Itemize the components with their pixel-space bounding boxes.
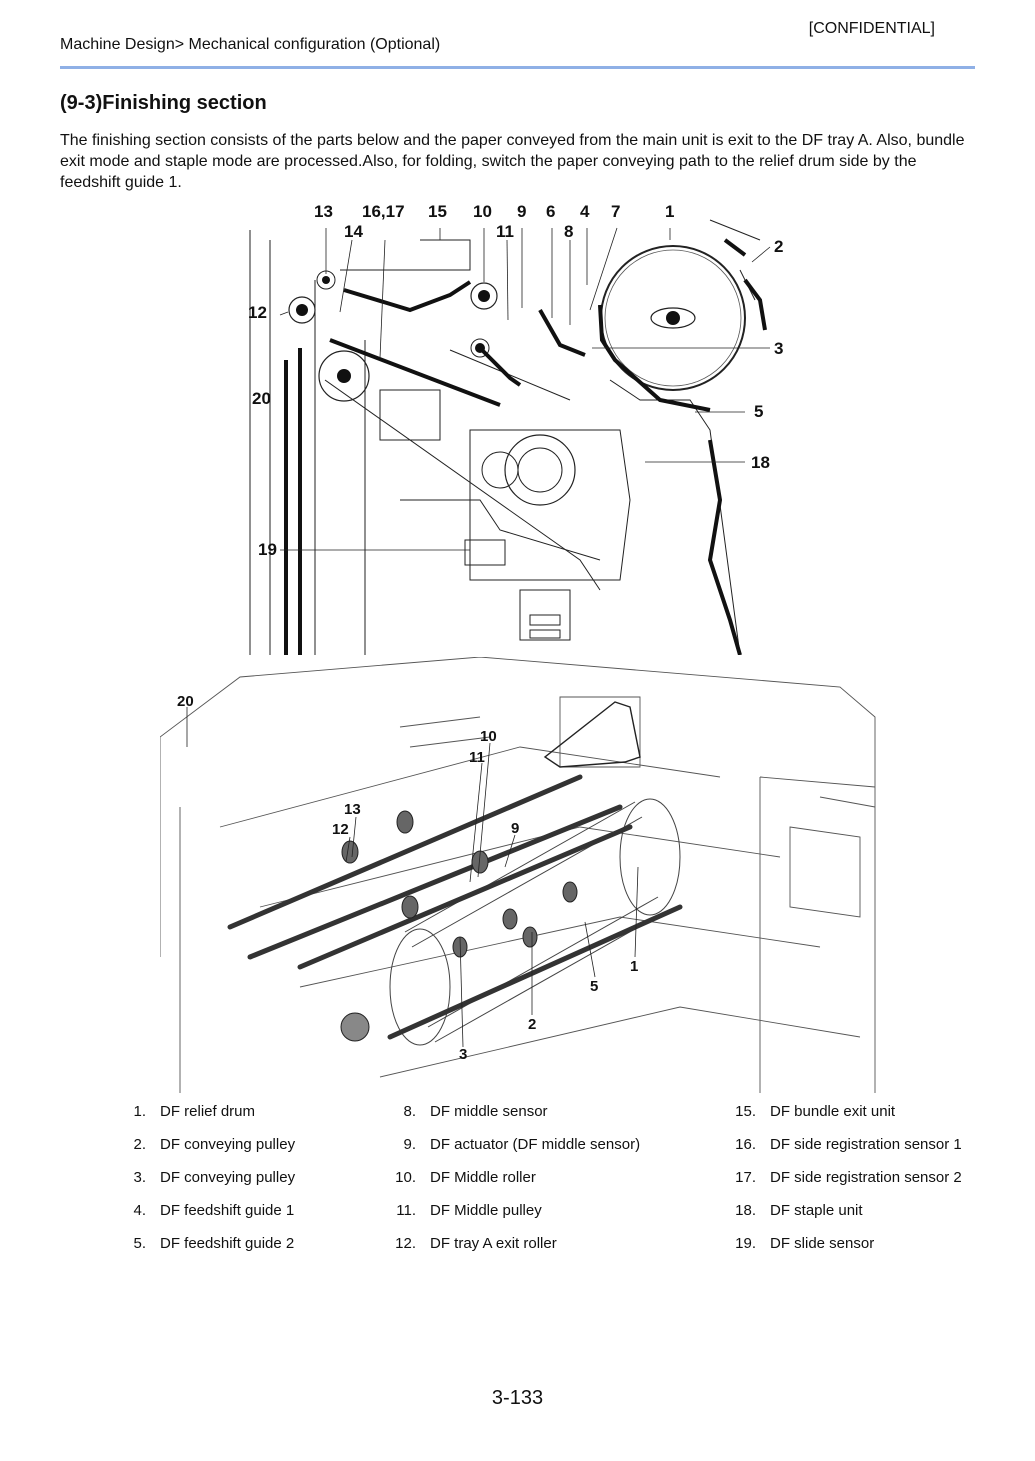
bottom-callout: 9 <box>511 820 519 837</box>
part-name: DF side registration sensor 2 <box>770 1169 962 1186</box>
top-callout: 10 <box>473 202 492 221</box>
top-callout: 2 <box>774 237 783 256</box>
part-name: DF feedshift guide 1 <box>160 1202 295 1219</box>
bottom-callout: 11 <box>469 749 485 766</box>
part-name: DF feedshift guide 2 <box>160 1235 295 1252</box>
bottom-callout: 3 <box>459 1046 467 1063</box>
bottom-callout: 5 <box>590 978 598 995</box>
parts-row: 5. DF feedshift guide 2 12. DF tray A ex… <box>100 1232 970 1265</box>
part-number: 4. <box>133 1202 146 1219</box>
top-callout: 3 <box>774 339 783 358</box>
part-name: DF tray A exit roller <box>430 1235 557 1252</box>
parts-row: 3. DF conveying pulley 10. DF Middle rol… <box>100 1166 970 1199</box>
part-name: DF staple unit <box>770 1202 863 1219</box>
top-callout: 8 <box>564 222 573 241</box>
finishing-section-isometric: 20 10 11 13 12 9 1 5 2 3 <box>160 657 880 1093</box>
part-number: 18. <box>735 1202 756 1219</box>
part-name: DF bundle exit unit <box>770 1103 896 1120</box>
part-number: 2. <box>133 1136 146 1153</box>
part-number: 1. <box>133 1103 146 1120</box>
part-number: 9. <box>403 1136 416 1153</box>
part-name: DF conveying pulley <box>160 1136 296 1153</box>
header-rule <box>60 66 975 69</box>
breadcrumb: Machine Design> Mechanical configuration… <box>60 36 441 53</box>
top-callout: 7 <box>611 202 620 221</box>
part-name: DF slide sensor <box>770 1235 875 1252</box>
top-callout: 18 <box>751 453 770 472</box>
part-number: 15. <box>735 1103 756 1120</box>
top-callout: 1 <box>665 202 674 221</box>
bottom-callout: 20 <box>177 693 194 710</box>
bottom-callout: 13 <box>344 801 361 818</box>
part-number: 12. <box>395 1235 416 1252</box>
parts-row: 1. DF relief drum 8. DF middle sensor 15… <box>100 1100 970 1133</box>
bottom-callout: 2 <box>528 1016 536 1033</box>
parts-list: 1. DF relief drum 8. DF middle sensor 15… <box>100 1100 970 1265</box>
top-callout: 5 <box>754 402 763 421</box>
top-callout: 4 <box>580 202 590 221</box>
part-number: 11. <box>396 1202 416 1219</box>
confidential-label: [CONFIDENTIAL] <box>808 20 935 37</box>
top-callout: 13 <box>314 202 333 221</box>
part-name: DF conveying pulley <box>160 1169 296 1186</box>
part-number: 3. <box>133 1169 146 1186</box>
part-number: 5. <box>133 1235 146 1252</box>
section-title: (9-3)Finishing section <box>60 92 267 114</box>
part-name: DF side registration sensor 1 <box>770 1136 962 1153</box>
part-number: 10. <box>395 1169 416 1186</box>
part-number: 8. <box>403 1103 416 1120</box>
top-callout: 20 <box>252 389 271 408</box>
top-callout: 12 <box>248 303 267 322</box>
top-callout: 14 <box>344 222 363 241</box>
part-name: DF actuator (DF middle sensor) <box>430 1136 641 1153</box>
section-intro: The finishing section consists of the pa… <box>60 132 965 191</box>
top-callout: 9 <box>517 202 526 221</box>
parts-row: 2. DF conveying pulley 9. DF actuator (D… <box>100 1133 970 1166</box>
top-callout: 15 <box>428 202 447 221</box>
finishing-section-schematic: 13 16,17 15 10 9 6 4 7 1 14 11 8 2 12 3 … <box>240 200 800 655</box>
page-number: 3-133 <box>491 1387 544 1409</box>
part-number: 19. <box>735 1235 756 1252</box>
part-name: DF relief drum <box>160 1103 256 1120</box>
parts-row: 4. DF feedshift guide 1 11. DF Middle pu… <box>100 1199 970 1232</box>
part-name: DF middle sensor <box>430 1103 548 1120</box>
part-name: DF Middle roller <box>430 1169 536 1186</box>
part-number: 17. <box>735 1169 756 1186</box>
top-callout: 6 <box>546 202 555 221</box>
top-callout: 16,17 <box>362 202 405 221</box>
bottom-callout: 1 <box>630 958 638 975</box>
bottom-callout: 10 <box>480 728 497 745</box>
top-callout: 19 <box>258 540 277 559</box>
part-name: DF Middle pulley <box>430 1202 542 1219</box>
part-number: 16. <box>735 1136 756 1153</box>
top-callout: 11 <box>496 222 514 241</box>
bottom-callout: 12 <box>332 821 349 838</box>
